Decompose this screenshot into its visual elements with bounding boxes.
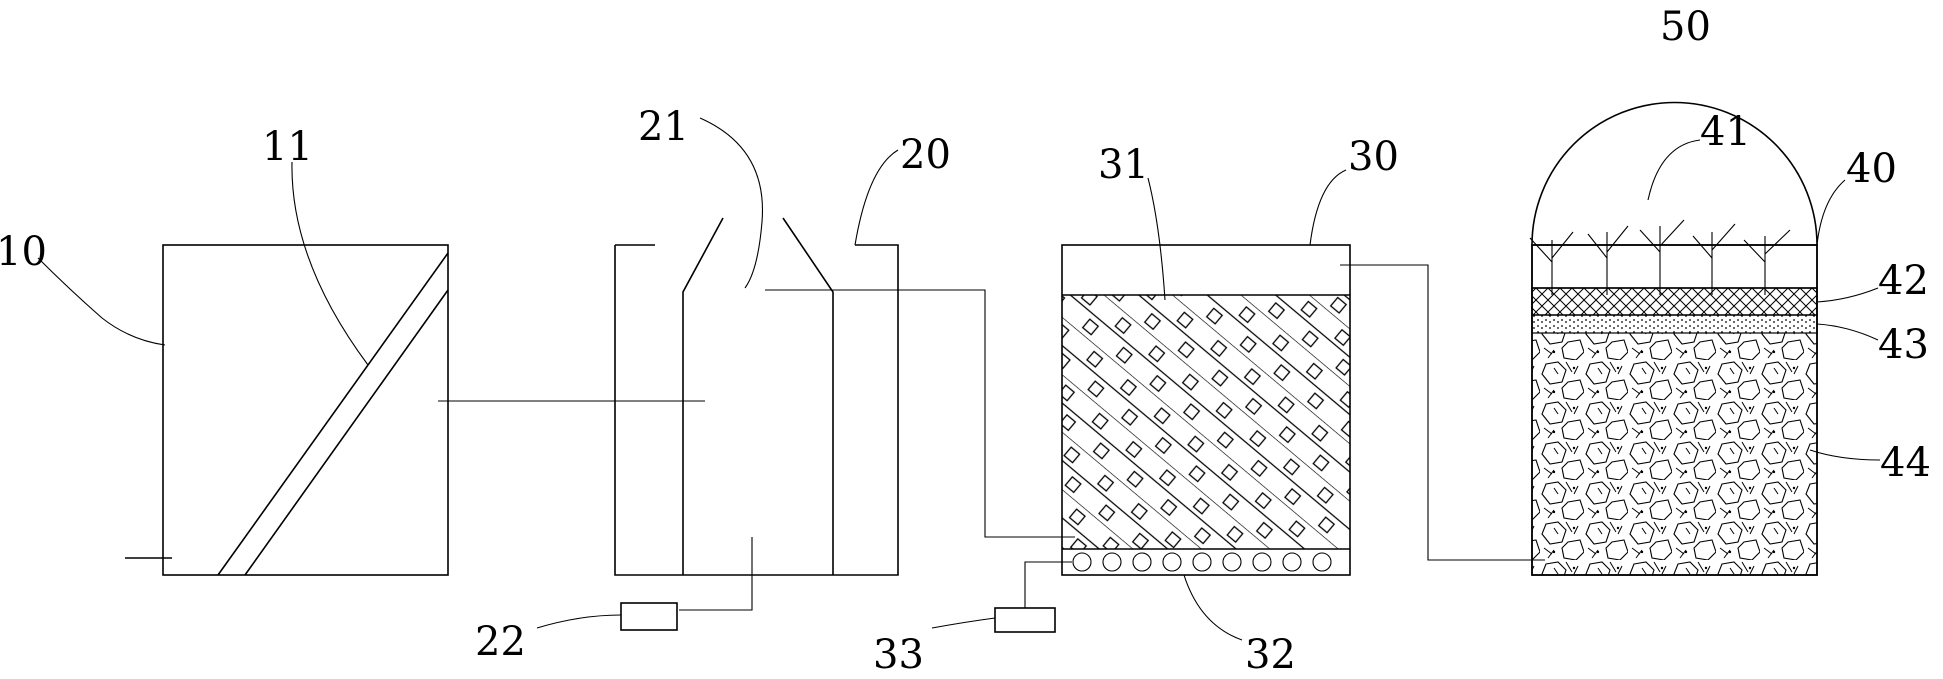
baffle-21-right [782, 217, 834, 575]
pump-22 [620, 602, 678, 631]
aerator-32 [1072, 552, 1332, 572]
leader-40 [1816, 179, 1846, 246]
baffle-21-left [682, 217, 724, 575]
leader-10 [37, 257, 166, 346]
leader-22 [536, 614, 622, 629]
leader-31 [1147, 177, 1166, 301]
leader-32 [1183, 574, 1243, 641]
leader-21 [699, 117, 764, 289]
pipe-30-to-40 [1340, 264, 1545, 561]
dome-50 [1531, 101, 1818, 246]
leader-20 [854, 149, 899, 246]
air-pipe-33 [1024, 561, 1072, 608]
plants-41 [1529, 219, 1791, 295]
leader-44 [1809, 449, 1881, 461]
label-10: 10 [0, 229, 47, 275]
label-43: 43 [1878, 322, 1929, 368]
filter-media-31 [1062, 295, 1350, 549]
unit-30-tank [994, 244, 1351, 633]
label-30: 30 [1348, 134, 1399, 180]
unit-10-tank [125, 244, 449, 576]
pipe-20-to-30 [765, 289, 1075, 538]
label-22: 22 [475, 619, 526, 665]
pipe-to-22 [679, 537, 753, 611]
unit-20-tank [614, 217, 899, 631]
leader-30 [1309, 169, 1347, 246]
leader-41 [1647, 139, 1701, 201]
leader-11 [291, 161, 369, 366]
unit-40-wetland [1529, 101, 1818, 576]
label-20: 20 [900, 132, 951, 178]
label-44: 44 [1880, 440, 1931, 486]
leader-42 [1816, 287, 1879, 303]
layer-43 [1531, 314, 1818, 334]
label-32: 32 [1245, 632, 1296, 678]
reference-labels: 10 11 21 20 22 31 30 32 33 41 40 42 43 4… [0, 4, 1931, 678]
label-21: 21 [638, 104, 689, 150]
label-41: 41 [1700, 109, 1751, 155]
blower-33 [994, 607, 1056, 633]
label-31: 31 [1098, 142, 1149, 188]
layer-44 [1532, 333, 1817, 575]
leader-lines [37, 117, 1881, 641]
label-40: 40 [1846, 146, 1897, 192]
leader-33 [931, 617, 996, 629]
layer-42 [1531, 287, 1818, 316]
label-33: 33 [873, 632, 924, 678]
label-42: 42 [1878, 258, 1929, 304]
leader-43 [1816, 323, 1879, 341]
label-50: 50 [1660, 4, 1711, 50]
label-11: 11 [262, 124, 313, 170]
